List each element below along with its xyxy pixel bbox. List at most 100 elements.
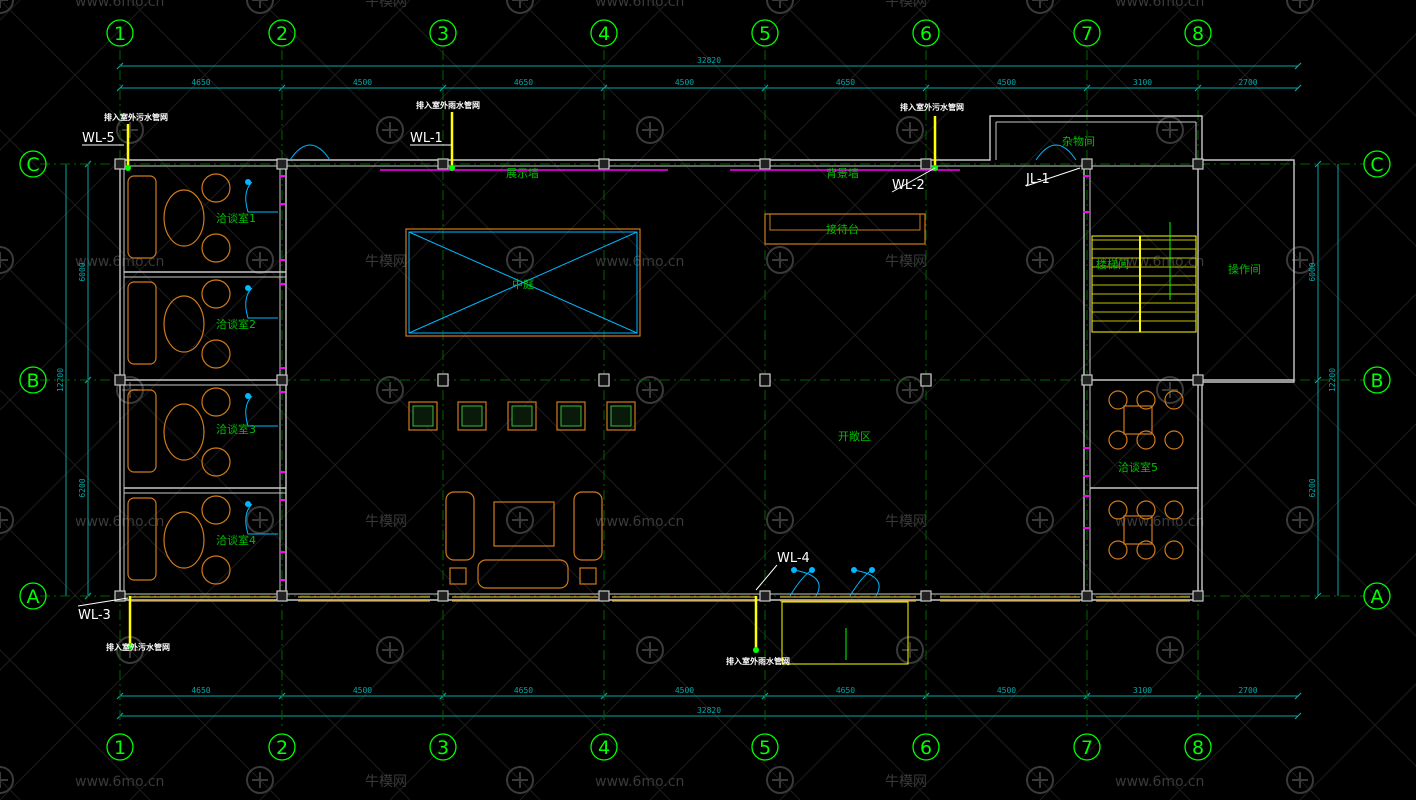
column <box>437 373 449 387</box>
armchair <box>201 279 231 309</box>
grid-bubble-label: B <box>1370 370 1383 392</box>
grid-bubble-col-8: 8 <box>1184 733 1212 761</box>
dimension-tick <box>1294 692 1302 700</box>
pipe-node <box>127 643 133 649</box>
chair <box>1164 540 1184 560</box>
grid-bubble-col-5: 5 <box>751 733 779 761</box>
grid-bubble-circle <box>751 19 779 47</box>
watermark-logo-icon <box>506 766 534 794</box>
dimension-tick <box>600 84 608 92</box>
grid-bubble-circle <box>19 366 47 394</box>
door-hinge <box>245 501 251 507</box>
watermark-diagonal <box>1169 553 1416 800</box>
furniture-layer <box>127 144 1197 665</box>
grid-bubble-circle <box>912 733 940 761</box>
watermark-diagonal <box>1039 0 1416 377</box>
column <box>759 590 771 602</box>
watermark-logo-icon <box>896 376 924 404</box>
grid-bubble-col-1: 1 <box>106 19 134 47</box>
watermark-diagonal <box>0 0 151 151</box>
watermark-logo-icon <box>766 506 794 534</box>
chair <box>1136 430 1156 450</box>
column <box>276 158 288 170</box>
column <box>598 590 610 602</box>
column <box>1192 374 1204 386</box>
door-swing <box>245 395 278 427</box>
watermark-logo-icon <box>766 0 794 14</box>
display-planter-inner <box>610 405 632 427</box>
meeting-table <box>1123 405 1153 435</box>
sofa <box>573 491 603 561</box>
column <box>114 590 126 602</box>
sofa <box>445 491 475 561</box>
grid-bubble-col-2: 2 <box>268 19 296 47</box>
grid-bubble-label: C <box>1370 154 1383 176</box>
leader-line <box>77 597 129 607</box>
dimension-text: 4500 <box>353 686 372 695</box>
watermark-logo-icon <box>1286 246 1314 274</box>
door-swing <box>1035 144 1077 161</box>
column <box>276 374 288 386</box>
chair <box>1108 500 1128 520</box>
room-label-meeting-5: 洽谈室5 <box>1118 460 1158 474</box>
watermark-logo-icon <box>896 116 924 144</box>
door-hinge <box>869 567 875 573</box>
grid-bubble-row-B: B <box>1363 366 1391 394</box>
wall-layer <box>114 115 1295 602</box>
watermark-logo-icon <box>1156 376 1184 404</box>
grid-bubble-col-3: 3 <box>429 733 457 761</box>
dimension-total-text: 12200 <box>1328 368 1337 392</box>
dimension-text: 4500 <box>997 686 1016 695</box>
dimension-total-text: 32820 <box>697 706 721 715</box>
dimension-text: 2700 <box>1238 686 1257 695</box>
note-sewage-top-left: 排入室外污水管网 <box>104 112 168 122</box>
display-planter-inner <box>461 405 483 427</box>
dimension-text: 6200 <box>1308 478 1317 497</box>
column <box>1081 374 1093 386</box>
leader-line <box>1025 167 1081 187</box>
chair <box>1136 500 1156 520</box>
watermark-logo-icon <box>1286 0 1314 14</box>
dimension-text: 6200 <box>78 478 87 497</box>
grid-bubble-label: 8 <box>1192 737 1204 759</box>
watermark-logo-icon <box>376 376 404 404</box>
grid-bubble-label: C <box>26 154 39 176</box>
watermark-site-text: www.6mo.cn <box>1115 0 1204 10</box>
watermark-diagonal <box>259 0 1061 800</box>
armchair <box>201 173 231 203</box>
door-hinge <box>809 567 815 573</box>
watermark-brand-text: 牛模网 <box>885 254 927 270</box>
grid-bubble-label: 5 <box>759 23 771 45</box>
grid-bubble-col-5: 5 <box>751 19 779 47</box>
dimension-text: 4500 <box>997 78 1016 87</box>
grid-bubble-circle <box>1184 19 1212 47</box>
column <box>276 590 288 602</box>
watermark-diagonal <box>0 0 411 411</box>
watermark-diagonal <box>0 389 411 800</box>
column <box>598 373 610 387</box>
dimension-text: 6000 <box>78 262 87 281</box>
grid-bubble-row-C: C <box>1363 150 1391 178</box>
watermark-logo-icon <box>246 766 274 794</box>
pipe-label-wl2: WL-2 <box>892 178 925 193</box>
watermark-logo-icon <box>766 766 794 794</box>
room-label-meeting-4: 洽谈室4 <box>216 533 256 547</box>
pipe-label-wl1: WL-1 <box>410 131 443 146</box>
room-label-stair: 楼梯间 <box>1096 257 1129 271</box>
dimension-tick <box>1194 84 1202 92</box>
grid-bubble-label: 4 <box>598 23 610 45</box>
note-rain-top: 排入室外雨水管网 <box>416 100 480 110</box>
dimension-tick <box>761 84 769 92</box>
pipe-label-wl5: WL-5 <box>82 131 115 146</box>
display-planter <box>556 401 586 431</box>
display-planter-inner <box>560 405 582 427</box>
pipe-node <box>125 165 131 171</box>
chair <box>1136 540 1156 560</box>
column <box>920 373 932 387</box>
chair <box>1164 500 1184 520</box>
column <box>759 373 771 387</box>
note-rain-bottom: 排入室外雨水管网 <box>726 656 790 666</box>
atrium-outline <box>405 228 641 337</box>
